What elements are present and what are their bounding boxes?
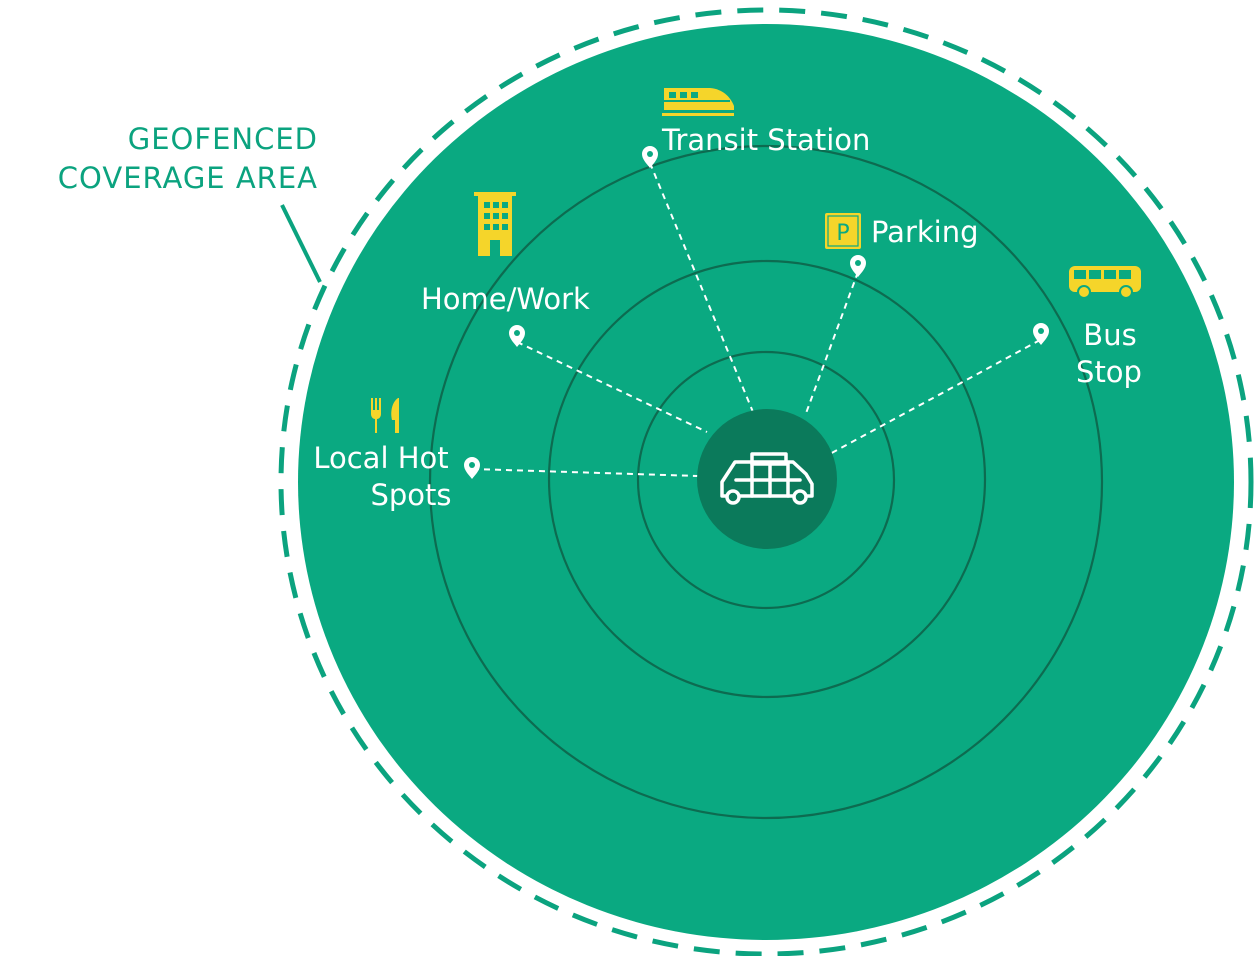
train-icon xyxy=(662,88,734,116)
area-label-line2: COVERAGE AREA xyxy=(58,161,318,195)
ring-outer xyxy=(428,144,1104,820)
transit-station-label: Transit Station xyxy=(661,123,870,157)
pin-icon-bus-stop xyxy=(1033,323,1049,345)
pin-icon-home-work xyxy=(509,325,525,347)
geofence-boundary xyxy=(278,7,1254,956)
pin-icon-transit xyxy=(642,146,658,168)
bus-stop-label-line1: Bus xyxy=(1083,318,1136,352)
shuttle-vehicle-icon xyxy=(720,452,814,505)
hot-spots-label-line1: Local Hot xyxy=(313,441,448,475)
home-work-label: Home/Work xyxy=(421,282,590,316)
area-label-line1: GEOFENCED xyxy=(128,122,318,156)
connector-parking xyxy=(804,271,859,417)
ring-middle xyxy=(547,259,987,699)
connector-transit xyxy=(649,162,754,413)
ring-inner xyxy=(636,350,896,610)
bus-icon xyxy=(1069,266,1141,299)
connector-bus-stop xyxy=(827,339,1041,456)
parking-icon-letter: P xyxy=(836,221,849,246)
pin-icon-hot-spots xyxy=(464,457,480,479)
building-icon xyxy=(474,192,516,256)
area-label-pointer xyxy=(280,204,322,283)
pin-icon-parking xyxy=(850,255,866,277)
bus-stop-label-line2: Stop xyxy=(1076,355,1142,389)
fork-knife-icon xyxy=(371,398,399,433)
hot-spots-label-line2: Spots xyxy=(370,478,451,512)
connector-home-work xyxy=(516,341,708,433)
connector-hot-spots xyxy=(472,468,699,477)
parking-label: Parking xyxy=(871,215,979,249)
parking-icon: P xyxy=(825,213,861,249)
